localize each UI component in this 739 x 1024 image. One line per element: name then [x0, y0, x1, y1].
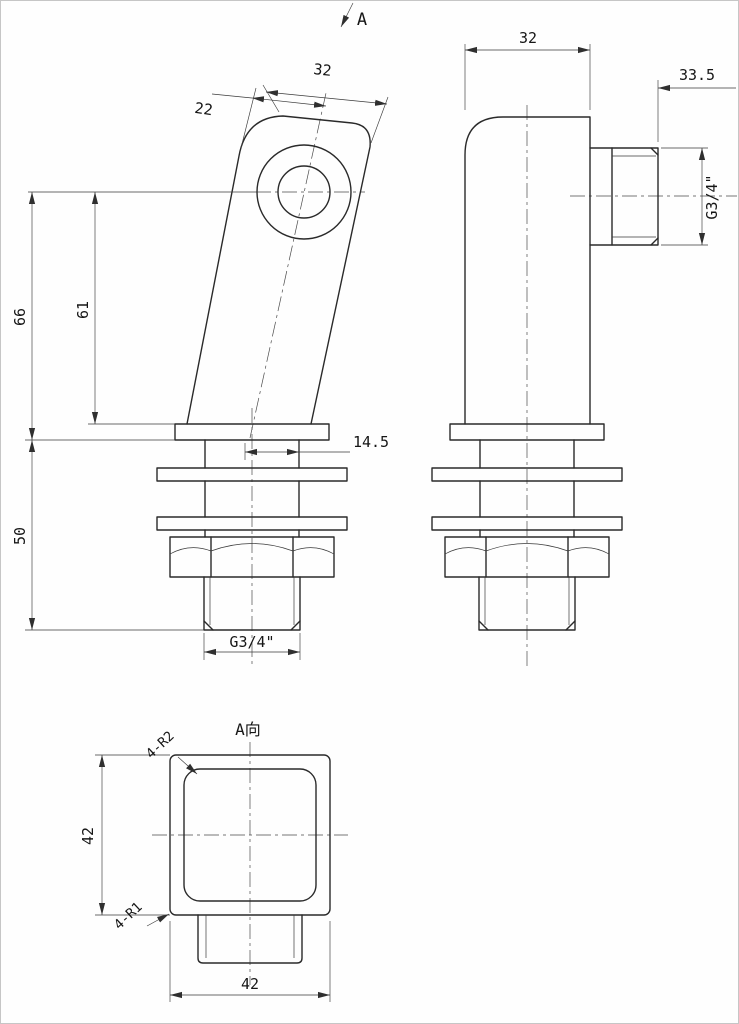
- dim-hole-offset: 22: [193, 99, 213, 119]
- side-outline: [431, 116, 659, 631]
- front-view: A 32 22 61 66 50 14.5 G3/4": [11, 2, 389, 668]
- side-extension-lines: [464, 44, 708, 246]
- dim-port-thread: G3/4": [703, 174, 721, 219]
- dim-body-width: 32: [519, 29, 537, 47]
- bottom-view-label: A向: [235, 720, 261, 739]
- side-view: 32 33.5 G3/4": [431, 29, 737, 668]
- dim-stem-offset: 14.5: [353, 433, 389, 451]
- front-centerlines: [249, 92, 365, 668]
- section-arrow-label: A: [357, 10, 367, 30]
- side-dimension-lines: [465, 46, 736, 245]
- dim-head-width: 32: [313, 60, 333, 80]
- bottom-thin-lines: [205, 915, 295, 958]
- dim-port-length: 33.5: [679, 66, 715, 84]
- front-dimension-lines: [28, 2, 388, 656]
- side-thin-lines: [444, 155, 656, 625]
- dim-height-61: 61: [74, 301, 92, 319]
- dim-height-66: 66: [11, 308, 29, 326]
- front-outline: [156, 115, 371, 631]
- bottom-dimension-lines: [98, 755, 330, 999]
- dim-inner-radius: 4-R1: [111, 899, 146, 933]
- dim-thread-front: G3/4": [229, 633, 274, 651]
- bottom-outline: [169, 754, 331, 964]
- front-thin-lines: [169, 543, 335, 625]
- bottom-centerlines: [152, 742, 348, 985]
- dim-lower-height-50: 50: [11, 527, 29, 545]
- bottom-view: A向 42 42 4-R2 4-R1: [79, 720, 348, 1002]
- front-extension-lines: [25, 84, 389, 660]
- dim-square-width: 42: [241, 975, 259, 993]
- bottom-extension-lines: [95, 754, 331, 1002]
- dim-square-height: 42: [79, 827, 97, 845]
- side-centerlines: [526, 105, 737, 668]
